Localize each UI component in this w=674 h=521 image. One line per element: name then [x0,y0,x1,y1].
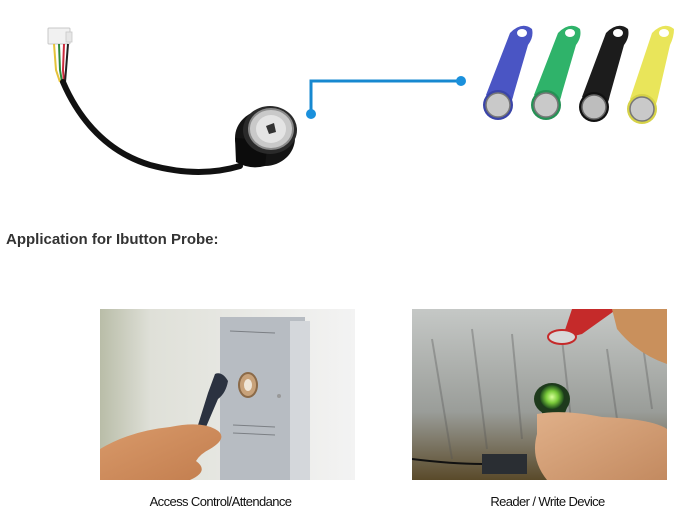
caption-access-control: Access Control/Attendance [149,494,292,509]
caption-reader-write-device: Reader / Write Device [490,494,605,509]
reader-write-device-photo [412,309,667,480]
ibutton-key-fobs-image [483,25,674,124]
key-fob-blue [483,25,533,120]
access-control-photo [100,309,355,480]
section-title: Application for Ibutton Probe: [6,231,219,248]
key-fob-black [579,25,629,122]
hero-product-banner [0,0,674,210]
key-fob-green [531,25,581,120]
connector-line [306,76,466,119]
ibutton-probe-image [47,27,297,175]
key-fob-yellow [627,25,674,124]
